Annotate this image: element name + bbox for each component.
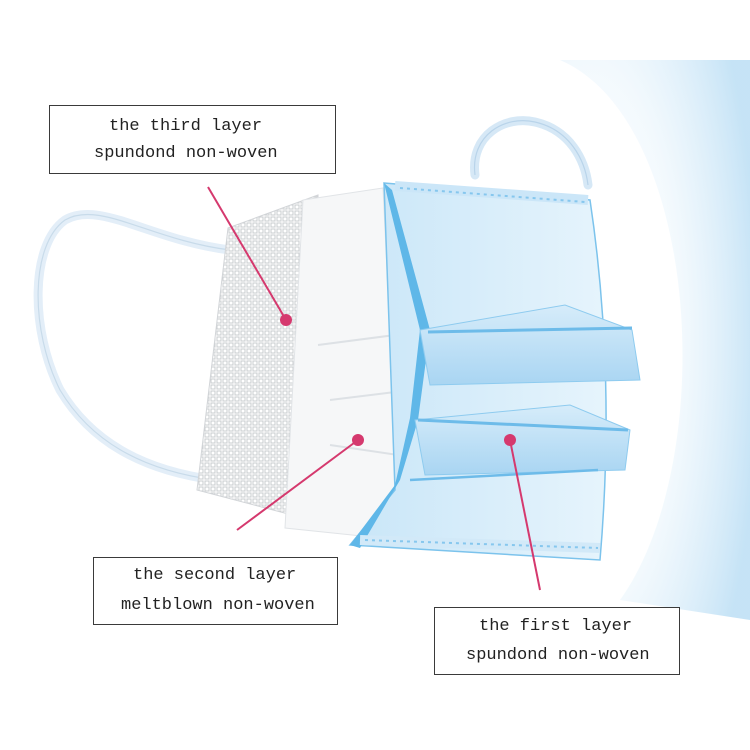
label-third-layer: the third layer spundond non-woven — [49, 105, 336, 174]
right-ear-loop-edge — [473, 120, 589, 186]
left-ear-loop — [33, 210, 235, 485]
pleat-line-1 — [427, 326, 633, 334]
second-layer-fold-1 — [317, 334, 396, 346]
second-layer-fold-2 — [329, 391, 396, 401]
background-glow — [560, 60, 750, 620]
label-first-title: the first layer — [479, 617, 633, 636]
pointer-line-third — [207, 186, 287, 321]
label-first-material: spundond non-woven — [466, 646, 650, 665]
label-second-title: the second layer — [133, 566, 297, 585]
label-third-material: spundond non-woven — [94, 144, 278, 163]
left-ear-loop-edge — [37, 213, 231, 481]
label-second-material: meltblown non-woven — [121, 596, 315, 615]
pleat-line-3 — [409, 468, 599, 482]
pleat-upper — [419, 304, 641, 386]
top-stitch-dots — [399, 187, 586, 203]
label-first-layer: the first layer spundond non-woven — [434, 607, 680, 675]
pointer-dot-second — [352, 434, 364, 446]
second-layer-fold-3 — [329, 444, 399, 456]
label-third-title: the third layer — [109, 117, 263, 136]
top-stitch-band — [394, 181, 589, 205]
first-layer-edge — [350, 183, 430, 548]
pointer-dot-third — [280, 314, 292, 326]
right-ear-loop — [470, 116, 593, 190]
pointer-line-second — [236, 439, 359, 531]
pointer-line-first — [509, 439, 541, 591]
pointer-dot-first — [504, 434, 516, 446]
pleat-line-2 — [417, 418, 629, 432]
label-second-layer: the second layer meltblown non-woven — [93, 557, 338, 625]
second-layer-meltblown — [284, 187, 401, 541]
